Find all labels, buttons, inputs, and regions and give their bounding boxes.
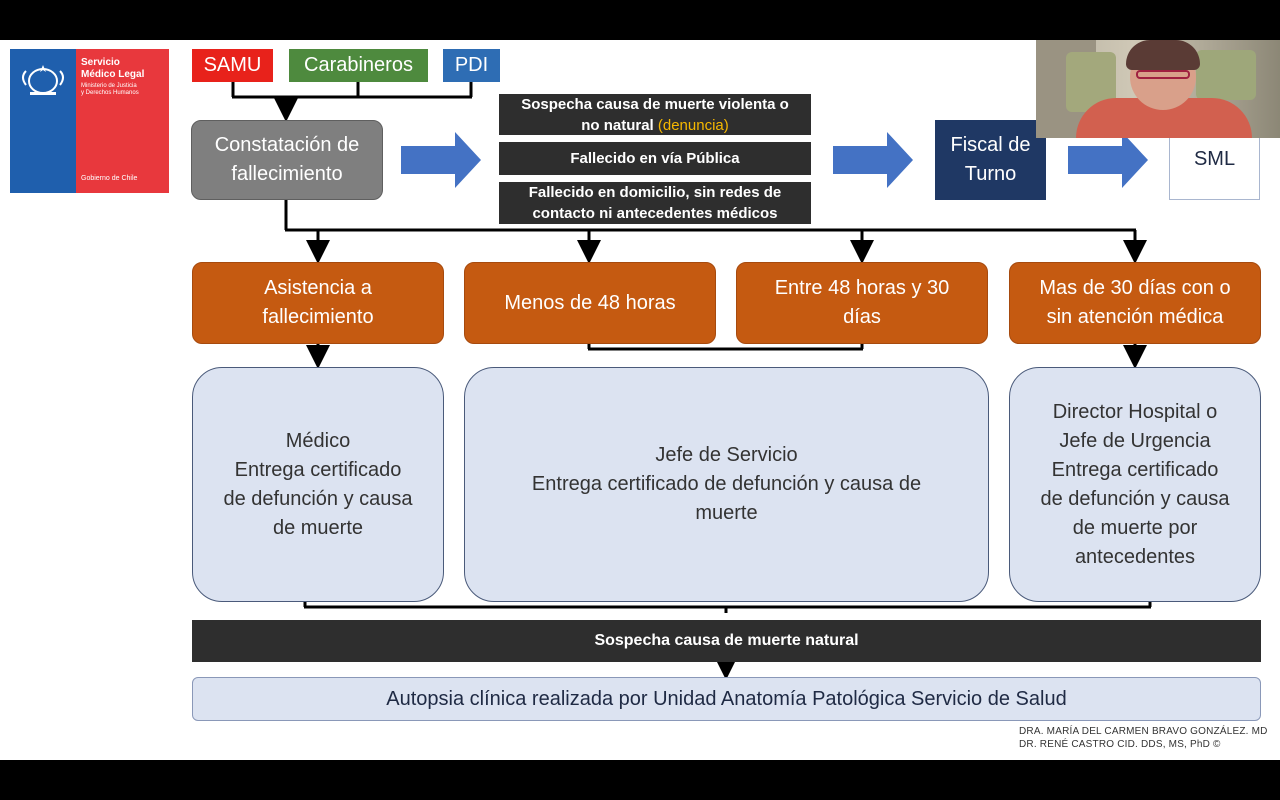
timing-menos-48h: Menos de 48 horas [464, 262, 716, 344]
case-via-publica: Fallecido en vía Pública [499, 142, 811, 175]
logo-government: Gobierno de Chile [81, 175, 138, 182]
arrow-right-icon [1068, 132, 1148, 188]
sospecha-natural-bar: Sospecha causa de muerte natural [192, 620, 1261, 662]
credit-line-1: DRA. MARÍA DEL CARMEN BRAVO GONZÁLEZ. MD [1019, 726, 1268, 737]
agency-pdi: PDI [443, 49, 500, 82]
constatacion-box: Constatación de fallecimiento [191, 120, 383, 200]
timing-mas-30d: Mas de 30 días con o sin atención médica [1009, 262, 1261, 344]
connectors [231, 82, 1152, 680]
responsable-jefe-servicio: Jefe de Servicio Entrega certificado de … [464, 367, 989, 602]
responsable-medico: Médico Entrega certificado de defunción … [192, 367, 444, 602]
presenter-hair [1126, 40, 1200, 70]
arrow-right-icon [401, 132, 481, 188]
sml-logo: Servicio Médico Legal Ministerio de Just… [10, 49, 169, 193]
agency-samu: SAMU [192, 49, 273, 82]
denuncia-highlight: (denuncia) [657, 116, 729, 134]
credits: DRA. MARÍA DEL CARMEN BRAVO GONZÁLEZ. MD… [1019, 726, 1269, 750]
agency-carabineros: Carabineros [289, 49, 428, 82]
responsable-director-hospital: Director Hospital o Jefe de Urgencia Ent… [1009, 367, 1261, 602]
arrow-right-icon [833, 132, 913, 188]
credit-line-2: DR. RENÉ CASTRO CID. DDS, MS, PhD © [1019, 739, 1221, 750]
timing-48h-30d: Entre 48 horas y 30 días [736, 262, 988, 344]
logo-ministry: Ministerio de Justicia y Derechos Humano… [81, 83, 139, 97]
webcam-video [1036, 40, 1280, 138]
fiscal-box: Fiscal de Turno [935, 120, 1046, 200]
coat-of-arms-icon [22, 65, 64, 95]
presenter-glasses [1136, 70, 1190, 79]
case-violenta-text: Sospecha causa de muerte violenta o no n… [521, 95, 789, 134]
case-domicilio: Fallecido en domicilio, sin redes de con… [499, 182, 811, 224]
slide: Servicio Médico Legal Ministerio de Just… [0, 40, 1280, 760]
timing-asistencia: Asistencia a fallecimiento [192, 262, 444, 344]
case-violenta: Sospecha causa de muerte violenta o no n… [499, 94, 811, 135]
autopsia-bar: Autopsia clínica realizada por Unidad An… [192, 677, 1261, 721]
logo-name: Servicio Médico Legal [81, 57, 145, 80]
